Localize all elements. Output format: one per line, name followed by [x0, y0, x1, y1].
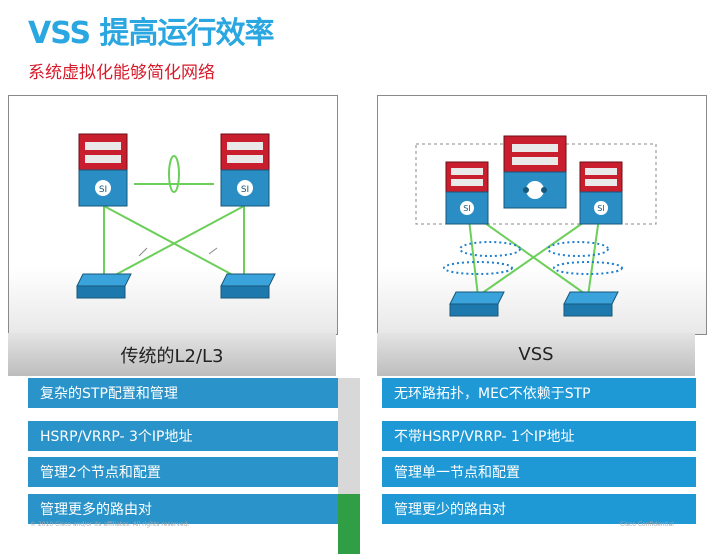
link [477, 210, 601, 297]
comparison-left-3: 管理2个节点和配置 [28, 457, 346, 487]
svg-text:SI: SI [99, 185, 107, 195]
link [587, 210, 601, 297]
svg-text:SI: SI [597, 204, 604, 213]
vss-member-1-icon: SI [445, 161, 489, 225]
vss-topology: SI SI [415, 135, 657, 317]
link-core2-access1 [103, 205, 245, 282]
row-arrow-icon [346, 494, 358, 524]
access-switch-2-icon [220, 273, 276, 299]
core-switch-1-icon: SI [78, 133, 128, 207]
traditional-label: 传统的L2/L3 [8, 333, 336, 376]
svg-text:SI: SI [463, 204, 470, 213]
traditional-diagram-panel: SI SI [8, 95, 338, 335]
vss-label: VSS [377, 333, 695, 376]
footer-copyright: © 2010 Cisco and/or its affiliates. All … [30, 521, 190, 528]
page-subtitle: 系统虚拟化能够简化网络 [28, 63, 215, 83]
comparison-left-4: 管理更多的路由对 [28, 494, 346, 524]
comparison-right-4: 管理更少的路由对 [382, 494, 696, 524]
mec-bundle-icon [443, 261, 513, 275]
row-arrow-icon [346, 457, 358, 487]
mec-bundle-icon [547, 241, 609, 257]
etherchannel-oval-icon [168, 155, 180, 193]
access-switch-1-icon [76, 273, 132, 299]
comparison-right-1: 无环路拓扑，MEC不依赖于STP [382, 378, 696, 408]
mec-bundle-icon [553, 261, 623, 275]
comparison-right-2: 不带HSRP/VRRP- 1个IP地址 [382, 421, 696, 451]
traditional-topology: SI SI [76, 133, 276, 299]
row-arrow-icon [346, 421, 358, 451]
link [467, 210, 479, 297]
svg-text:SI: SI [241, 185, 249, 195]
comparison-left-1: 复杂的STP配置和管理 [28, 378, 346, 408]
mec-bundle-icon [459, 241, 521, 257]
page-title: VSS 提高运行效率 [28, 16, 275, 51]
vss-access-switch-2-icon [563, 291, 619, 317]
vss-diagram-panel: SI SI [377, 95, 707, 335]
blocked-port-mark [138, 247, 148, 257]
vss-virtual-switch-icon [503, 135, 567, 209]
row-arrow-icon [346, 378, 358, 408]
vss-access-switch-1-icon [449, 291, 505, 317]
link [467, 210, 589, 297]
footer-confidential: Cisco Confidential [620, 521, 674, 528]
comparison-right-3: 管理单一节点和配置 [382, 457, 696, 487]
core-switch-2-icon: SI [220, 133, 270, 207]
comparison-left-2: HSRP/VRRP- 3个IP地址 [28, 421, 346, 451]
vss-member-2-icon: SI [579, 161, 623, 225]
blocked-port-mark [208, 247, 218, 255]
